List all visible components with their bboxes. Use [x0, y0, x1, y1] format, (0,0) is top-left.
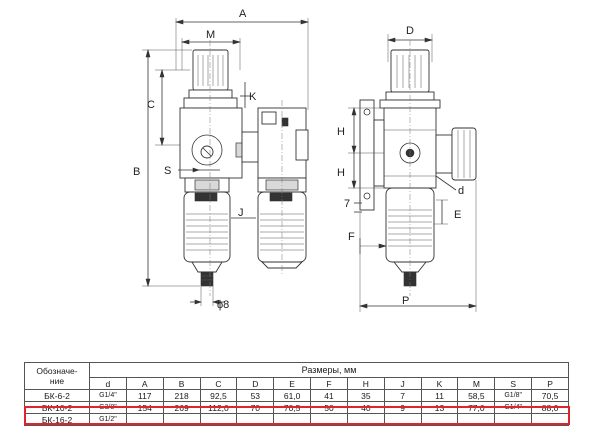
table-cell — [494, 413, 533, 426]
table-cell: 9 — [383, 401, 422, 414]
table-cell — [162, 413, 201, 426]
table-cell — [420, 413, 459, 426]
dim-label-b: B — [133, 166, 140, 178]
table-cell: 58,5 — [457, 389, 496, 402]
table-cell: G1/8" — [494, 389, 533, 402]
table-cell — [346, 413, 385, 426]
dim-label-diameter: ϕ8 — [217, 299, 229, 311]
table-cell — [199, 413, 238, 426]
table-cell: G1/4" — [494, 401, 533, 414]
col-header: D — [236, 377, 275, 390]
col-header: E — [273, 377, 312, 390]
dim-label-k: K — [249, 91, 257, 103]
table-cell: 11 — [420, 389, 459, 402]
col-header: C — [199, 377, 238, 390]
dim-label-p: P — [402, 295, 409, 307]
sizes-header: Размеры, мм — [89, 362, 569, 378]
col-header: B — [162, 377, 201, 390]
col-header: F — [310, 377, 348, 390]
table-cell: 7 — [383, 389, 422, 402]
col-header: A — [125, 377, 164, 390]
technical-drawing: A M C K — [133, 8, 478, 312]
table-cell: 61,0 — [273, 389, 312, 402]
table-cell: БК-10-2 — [24, 401, 90, 414]
side-view: D H H — [337, 25, 478, 312]
table-cell: 40 — [346, 401, 385, 414]
table-cell: 269 — [162, 401, 201, 414]
table-cell: 70,5 — [531, 389, 569, 402]
table-row-highlighted: БК-10-2 G3/8" 154 269 112,0 70 70,5 50 4… — [24, 401, 569, 414]
dim-label-f: F — [348, 231, 355, 243]
dim-label-a: A — [239, 8, 247, 20]
table-cell: 53 — [236, 389, 275, 402]
table-cell — [310, 413, 348, 426]
dim-label-d-lower: d — [458, 185, 464, 197]
dim-label-c: C — [147, 99, 155, 111]
designation-header-text: Обозначе- ние — [36, 366, 78, 386]
table-cell: G1/2" — [89, 413, 127, 426]
table-cell: 117 — [125, 389, 164, 402]
table-cell: 92,5 — [199, 389, 238, 402]
table-cell: 70 — [236, 401, 275, 414]
dim-label-d-upper: D — [406, 25, 414, 37]
dim-label-s: S — [164, 165, 171, 177]
table-cell — [457, 413, 496, 426]
table-cell: 218 — [162, 389, 201, 402]
col-header: M — [457, 377, 496, 390]
dim-label-e: E — [454, 209, 461, 221]
table-cell: БК-16-2 — [24, 413, 90, 426]
column-header-row: d A B C D E F H J K M S P — [25, 377, 569, 390]
col-header: H — [346, 377, 385, 390]
table-cell: БК-6-2 — [24, 389, 90, 402]
table-cell — [531, 413, 569, 426]
table-cell — [273, 413, 312, 426]
front-view: A M C K — [133, 8, 310, 311]
dim-label-h-lower: H — [337, 167, 345, 179]
table-cell: 13 — [420, 401, 459, 414]
table-cell: 70,5 — [273, 401, 312, 414]
table-cell: 154 — [125, 401, 164, 414]
col-header: S — [494, 377, 533, 390]
table-cell: G1/4" — [89, 389, 127, 402]
col-header: K — [420, 377, 459, 390]
table-cell: 41 — [310, 389, 348, 402]
col-header: d — [89, 377, 127, 390]
designation-header: Обозначе- ние — [24, 362, 90, 390]
table-cell: 112,0 — [199, 401, 238, 414]
table-cell — [236, 413, 275, 426]
table-cell: 77,0 — [457, 401, 496, 414]
table-cell: 35 — [346, 389, 385, 402]
dim-label-h-upper: H — [337, 126, 345, 138]
col-header: J — [383, 377, 422, 390]
table-cell — [383, 413, 422, 426]
table-cell: 50 — [310, 401, 348, 414]
dim-label-j: J — [238, 207, 244, 219]
dimensions-table: Обозначе- ние Размеры, мм d A B C D E F … — [24, 362, 569, 426]
table-cell: 88,0 — [531, 401, 569, 414]
dim-label-m: M — [206, 29, 215, 41]
dim-label-seven: 7 — [344, 198, 350, 210]
table-cell: G3/8" — [89, 401, 127, 414]
table-row: БК-6-2 G1/4" 117 218 92,5 53 61,0 41 35 … — [24, 389, 569, 402]
table-row: БК-16-2 G1/2" — [24, 413, 569, 426]
table-cell — [125, 413, 164, 426]
col-header: P — [531, 377, 569, 390]
